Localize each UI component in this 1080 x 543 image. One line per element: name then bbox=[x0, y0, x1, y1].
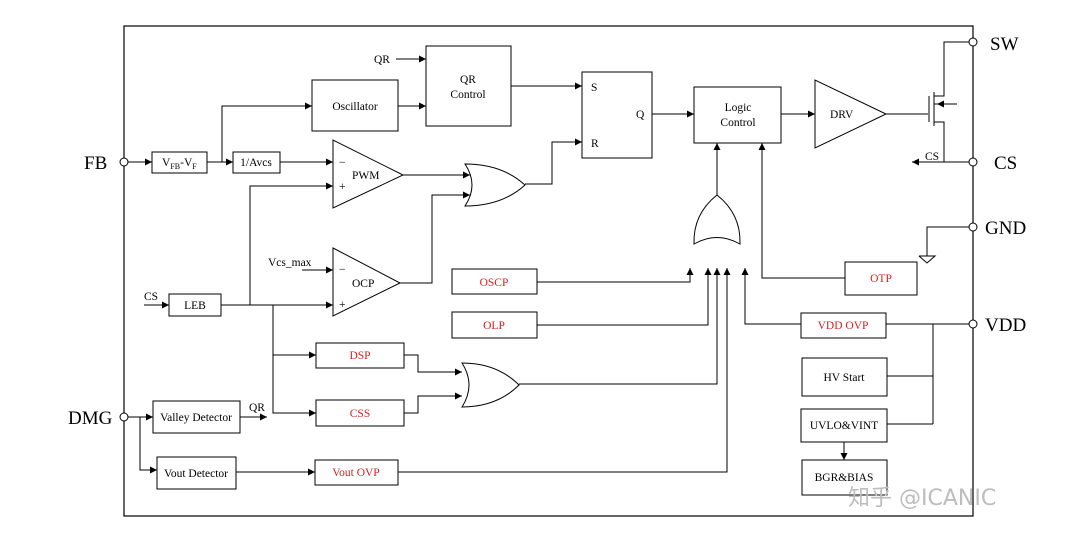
qr-control-label-2: Control bbox=[450, 89, 485, 101]
qr-control-block: QR Control bbox=[425, 45, 512, 127]
oscp-label: OSCP bbox=[480, 277, 509, 289]
olp-label: OLP bbox=[483, 320, 505, 332]
valley-label: Valley Detector bbox=[160, 412, 232, 424]
vout-ovp-label: Vout OVP bbox=[332, 467, 379, 479]
pin-fb-label: FB bbox=[84, 153, 107, 174]
pwm-minus-sign: − bbox=[339, 157, 346, 169]
vout-ovp-block: Vout OVP bbox=[314, 459, 399, 486]
sr-s-label: S bbox=[591, 82, 597, 94]
pwm-plus-sign: + bbox=[339, 181, 346, 193]
sr-r-label: R bbox=[591, 138, 599, 150]
vdd-ovp-block: VDD OVP bbox=[800, 312, 887, 339]
sr-q-label: Q bbox=[636, 109, 645, 121]
pin-sw-terminal bbox=[968, 37, 978, 47]
dsp-label: DSP bbox=[349, 350, 370, 362]
hv-start-label: HV Start bbox=[824, 372, 866, 384]
uvlo-label: UVLO&VINT bbox=[810, 420, 878, 432]
olp-block: OLP bbox=[451, 311, 538, 339]
cs-output-label: CS bbox=[925, 151, 939, 163]
otp-label: OTP bbox=[870, 273, 892, 285]
pin-vdd-terminal bbox=[968, 319, 978, 329]
ocp-minus-sign: − bbox=[339, 264, 346, 276]
hv-start-block: HV Start bbox=[801, 357, 888, 397]
leb-label: LEB bbox=[184, 300, 206, 312]
wires bbox=[128, 41, 972, 476]
dsp-block: DSP bbox=[315, 342, 405, 369]
logic-label-1: Logic bbox=[725, 102, 752, 114]
avcs-label: 1/Avcs bbox=[240, 157, 272, 169]
oscp-block: OSCP bbox=[451, 268, 538, 295]
or-gate-dsp-css bbox=[461, 362, 520, 408]
logic-label-2: Control bbox=[720, 117, 755, 129]
pwm-comparator: − + PWM bbox=[332, 139, 405, 209]
pin-gnd-label: GND bbox=[985, 218, 1026, 239]
vout-detector-label: Vout Detector bbox=[164, 468, 228, 480]
logic-control-block: Logic Control bbox=[693, 86, 782, 144]
sr-latch: S R Q bbox=[581, 71, 653, 159]
oscillator-block: Oscillator bbox=[311, 79, 399, 132]
pin-vdd-label: VDD bbox=[985, 315, 1026, 336]
pwm-label: PWM bbox=[352, 170, 379, 182]
css-block: CSS bbox=[315, 399, 405, 427]
ocp-plus-sign: + bbox=[339, 299, 346, 311]
bgr-label: BGR&BIAS bbox=[815, 472, 874, 484]
pin-dmg-terminal bbox=[119, 412, 129, 422]
uvlo-block: UVLO&VINT bbox=[800, 408, 888, 443]
pin-gnd-terminal bbox=[968, 222, 978, 232]
vfb-vf-block: VFB-VF bbox=[151, 151, 208, 174]
qr-control-label-1: QR bbox=[460, 74, 476, 86]
vcs-max-label: Vcs_max bbox=[268, 257, 312, 269]
oscillator-label: Oscillator bbox=[332, 101, 378, 113]
pins: FB DMG SW CS GND VDD bbox=[68, 34, 1026, 429]
vdd-ovp-label: VDD OVP bbox=[818, 320, 869, 332]
pin-dmg-label: DMG bbox=[68, 408, 113, 429]
or-gate-pwm-ocp bbox=[464, 163, 526, 207]
leb-block: LEB bbox=[168, 293, 222, 317]
css-label: CSS bbox=[350, 408, 370, 420]
drv-label: DRV bbox=[830, 109, 854, 121]
otp-block: OTP bbox=[844, 261, 918, 296]
vfb-vf-label: VFB-VF bbox=[162, 157, 197, 171]
chip-outline bbox=[123, 25, 974, 517]
ocp-label: OCP bbox=[352, 278, 374, 290]
qr-valley-label: QR bbox=[249, 402, 265, 414]
cs-input-label: CS bbox=[144, 291, 158, 303]
ocp-comparator: − + OCP bbox=[332, 247, 402, 317]
qr-top-label: QR bbox=[374, 54, 390, 66]
pin-cs-label: CS bbox=[994, 153, 1017, 174]
avcs-block: 1/Avcs bbox=[232, 151, 281, 174]
watermark: 知乎 @ICANIC bbox=[848, 486, 996, 511]
bgr-block: BGR&BIAS bbox=[801, 459, 888, 496]
drv-buffer: DRV bbox=[814, 79, 888, 149]
or-gate-protection bbox=[693, 194, 741, 245]
vout-detector-block: Vout Detector bbox=[156, 456, 237, 490]
pin-sw-label: SW bbox=[990, 34, 1019, 55]
pin-fb-terminal bbox=[119, 157, 129, 167]
valley-detector-block: Valley Detector bbox=[152, 400, 241, 434]
pin-cs-terminal bbox=[968, 157, 978, 167]
